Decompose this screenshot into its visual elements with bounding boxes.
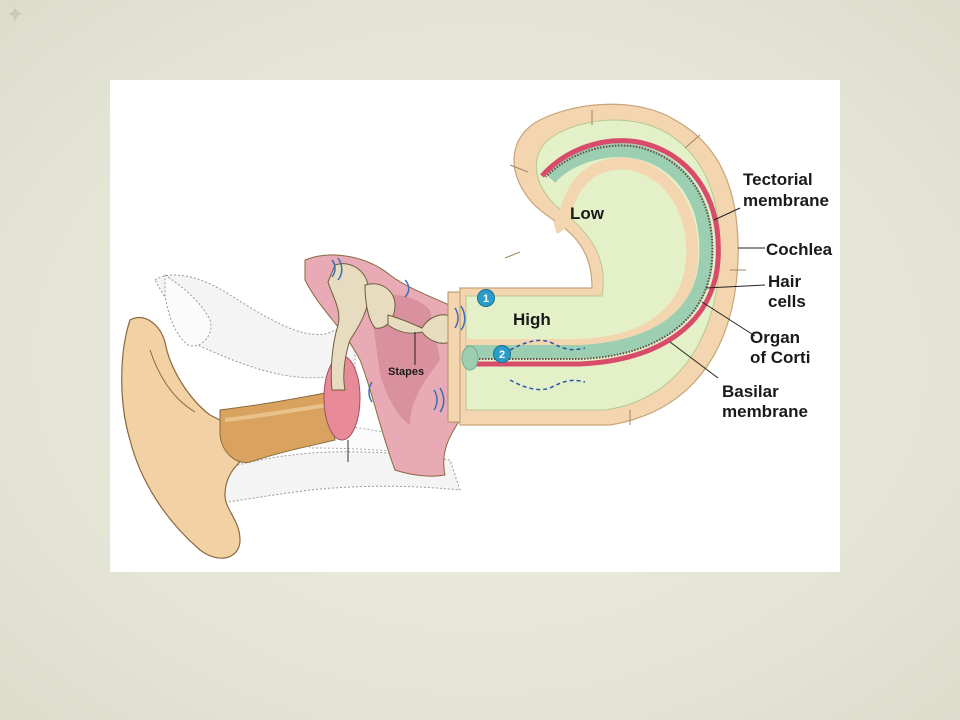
four-point-star-icon: ✦ xyxy=(6,2,25,27)
label-tectorial-membrane-line2: membrane xyxy=(743,191,829,210)
ear-canal xyxy=(219,391,336,463)
callout-lines xyxy=(414,207,766,379)
marker-2-badge: 2 xyxy=(493,345,511,363)
outer-ear xyxy=(121,317,261,559)
marker-1-badge: 1 xyxy=(477,289,495,307)
label-hair-cells-line2: cells xyxy=(768,292,806,311)
ear-cochlea-figure: Tectorial membrane Cochlea Hair cells Or… xyxy=(110,80,840,572)
oval-window xyxy=(447,291,461,423)
label-basilar-membrane-line1: Basilar xyxy=(722,382,779,401)
cochlea xyxy=(459,103,746,426)
label-tectorial-membrane-line1: Tectorial xyxy=(743,170,813,189)
temporal-bone xyxy=(154,274,461,511)
label-stapes: Stapes xyxy=(388,366,425,378)
sound-wave-marks xyxy=(331,257,466,413)
label-low-frequency: Low xyxy=(570,204,604,223)
label-organ-of-corti-line2: of Corti xyxy=(750,348,811,367)
label-basilar-membrane-line2: membrane xyxy=(722,402,808,421)
label-high-frequency: High xyxy=(513,310,551,329)
ear-cochlea-illustration xyxy=(121,103,766,559)
ossicles xyxy=(327,263,451,391)
label-cochlea: Cochlea xyxy=(766,240,833,259)
label-organ-of-corti-line1: Organ xyxy=(750,328,801,347)
label-hair-cells-line1: Hair xyxy=(768,272,802,291)
